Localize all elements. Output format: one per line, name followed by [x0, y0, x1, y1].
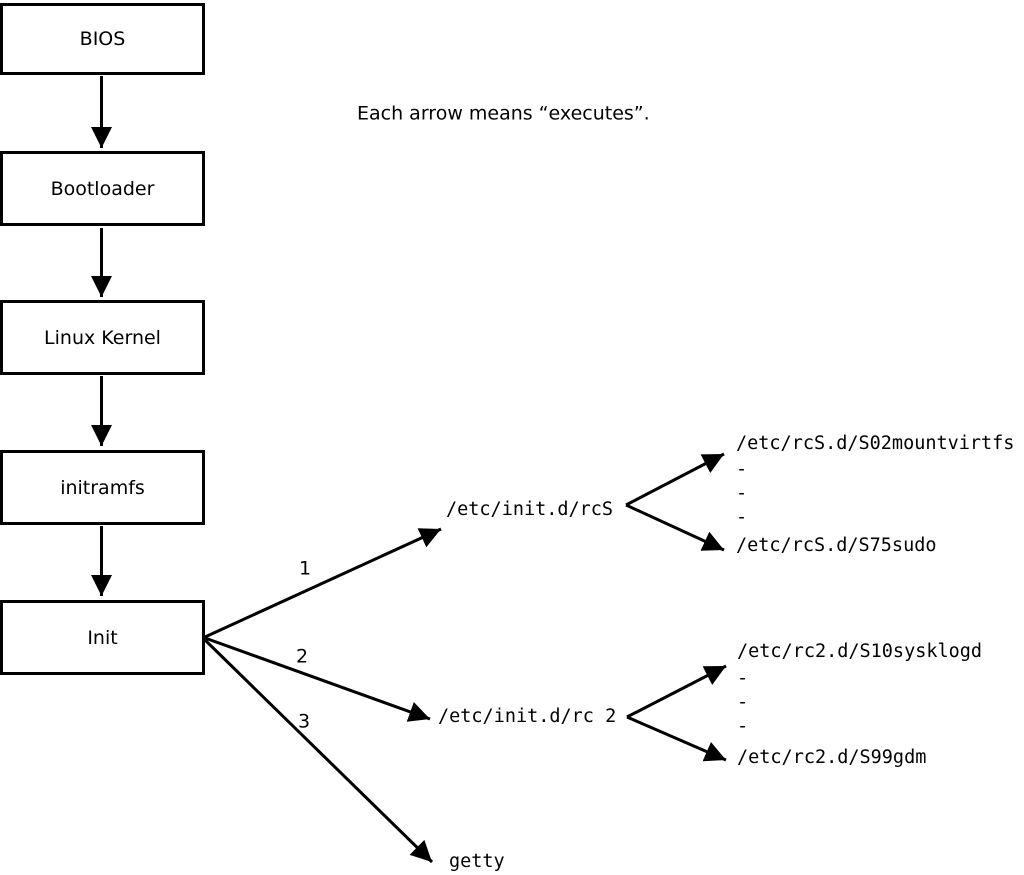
branch-1-number: 1	[299, 557, 312, 580]
arrow-init-to-getty	[203, 638, 434, 864]
node-bios: BIOS	[0, 3, 205, 75]
branch-1-target-rcs-script: /etc/init.d/rcS	[446, 498, 614, 520]
arrow-rcs-to-last-script	[625, 503, 725, 552]
rc2-ellipsis-dash: -	[737, 667, 749, 689]
node-init: Init	[0, 600, 205, 675]
node-linux-kernel: Linux Kernel	[0, 300, 205, 375]
node-initramfs: initramfs	[0, 450, 205, 525]
caption: Each arrow means “executes”.	[357, 102, 650, 125]
rcs-ellipsis-dash: -	[736, 482, 748, 504]
rcs-first-script: /etc/rcS.d/S02mountvirtfs	[736, 432, 1015, 454]
rcs-ellipsis-dash: -	[736, 458, 748, 480]
branch-3-number: 3	[298, 710, 311, 733]
rc2-ellipsis-dash: -	[737, 691, 749, 713]
arrow-init-to-rcs	[204, 527, 442, 639]
branch-3-target-getty: getty	[449, 850, 505, 872]
rcs-ellipsis-dash: -	[736, 506, 748, 528]
branch-2-target-rc2-script: /etc/init.d/rc 2	[438, 705, 617, 727]
rc2-last-script: /etc/rc2.d/S99gdm	[737, 746, 927, 768]
rc2-first-script: /etc/rc2.d/S10sysklogd	[737, 640, 983, 662]
node-bootloader: Bootloader	[0, 151, 205, 226]
arrow-rc2-to-last-script	[626, 715, 727, 762]
rc2-ellipsis-dash: -	[737, 715, 749, 737]
arrow-init-to-rc2	[204, 636, 431, 722]
rcs-last-script: /etc/rcS.d/S75sudo	[736, 534, 937, 556]
arrow-rcs-to-first-script	[625, 452, 725, 507]
arrow-rc2-to-first-script	[626, 664, 727, 719]
branch-2-number: 2	[296, 645, 309, 668]
